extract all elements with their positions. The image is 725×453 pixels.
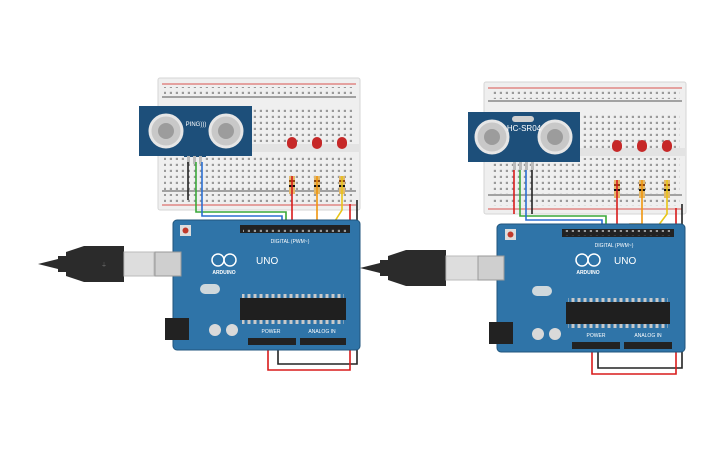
analog-label: ANALOG IN [634, 333, 662, 339]
arduino-model: UNO [256, 256, 278, 267]
led[interactable] [662, 140, 672, 152]
arduino-uno[interactable]: DIGITAL (PWM~) ARDUINO UNO POWER ANALOG … [477, 223, 686, 353]
arduino-brand: ARDUINO [212, 270, 235, 276]
usb-cable[interactable] [360, 250, 479, 286]
power-label: POWER [262, 329, 281, 335]
svg-text:⏚: ⏚ [101, 262, 107, 269]
arduino-brand: ARDUINO [576, 270, 599, 276]
led-group [287, 137, 347, 149]
analog-label: ANALOG IN [308, 329, 336, 335]
led[interactable] [337, 137, 347, 149]
sensor-label: HC-SR04 [507, 124, 542, 133]
sensor-label: PING))) [186, 122, 207, 128]
led-group [612, 140, 672, 152]
led[interactable] [312, 137, 322, 149]
digital-label: DIGITAL (PWM~) [271, 239, 310, 245]
circuit-right: HC-SR04 [360, 81, 687, 375]
power-label: POWER [587, 333, 606, 339]
usb-cable[interactable]: ⏚ [38, 246, 155, 282]
led[interactable] [287, 137, 297, 149]
led[interactable] [637, 140, 647, 152]
led[interactable] [612, 140, 622, 152]
atmega-chip [566, 302, 670, 324]
ultrasonic-sensor[interactable]: PING))) [139, 106, 252, 164]
digital-label: DIGITAL (PWM~) [595, 243, 634, 249]
arduino-model: UNO [614, 256, 636, 267]
circuit-left: PING))) [38, 77, 361, 371]
ultrasonic-sensor[interactable]: HC-SR04 [468, 112, 580, 170]
arduino-uno[interactable]: DIGITAL (PWM~) ARDUINO UNO POWER ANALOG … [154, 219, 361, 351]
atmega-chip [240, 298, 346, 320]
